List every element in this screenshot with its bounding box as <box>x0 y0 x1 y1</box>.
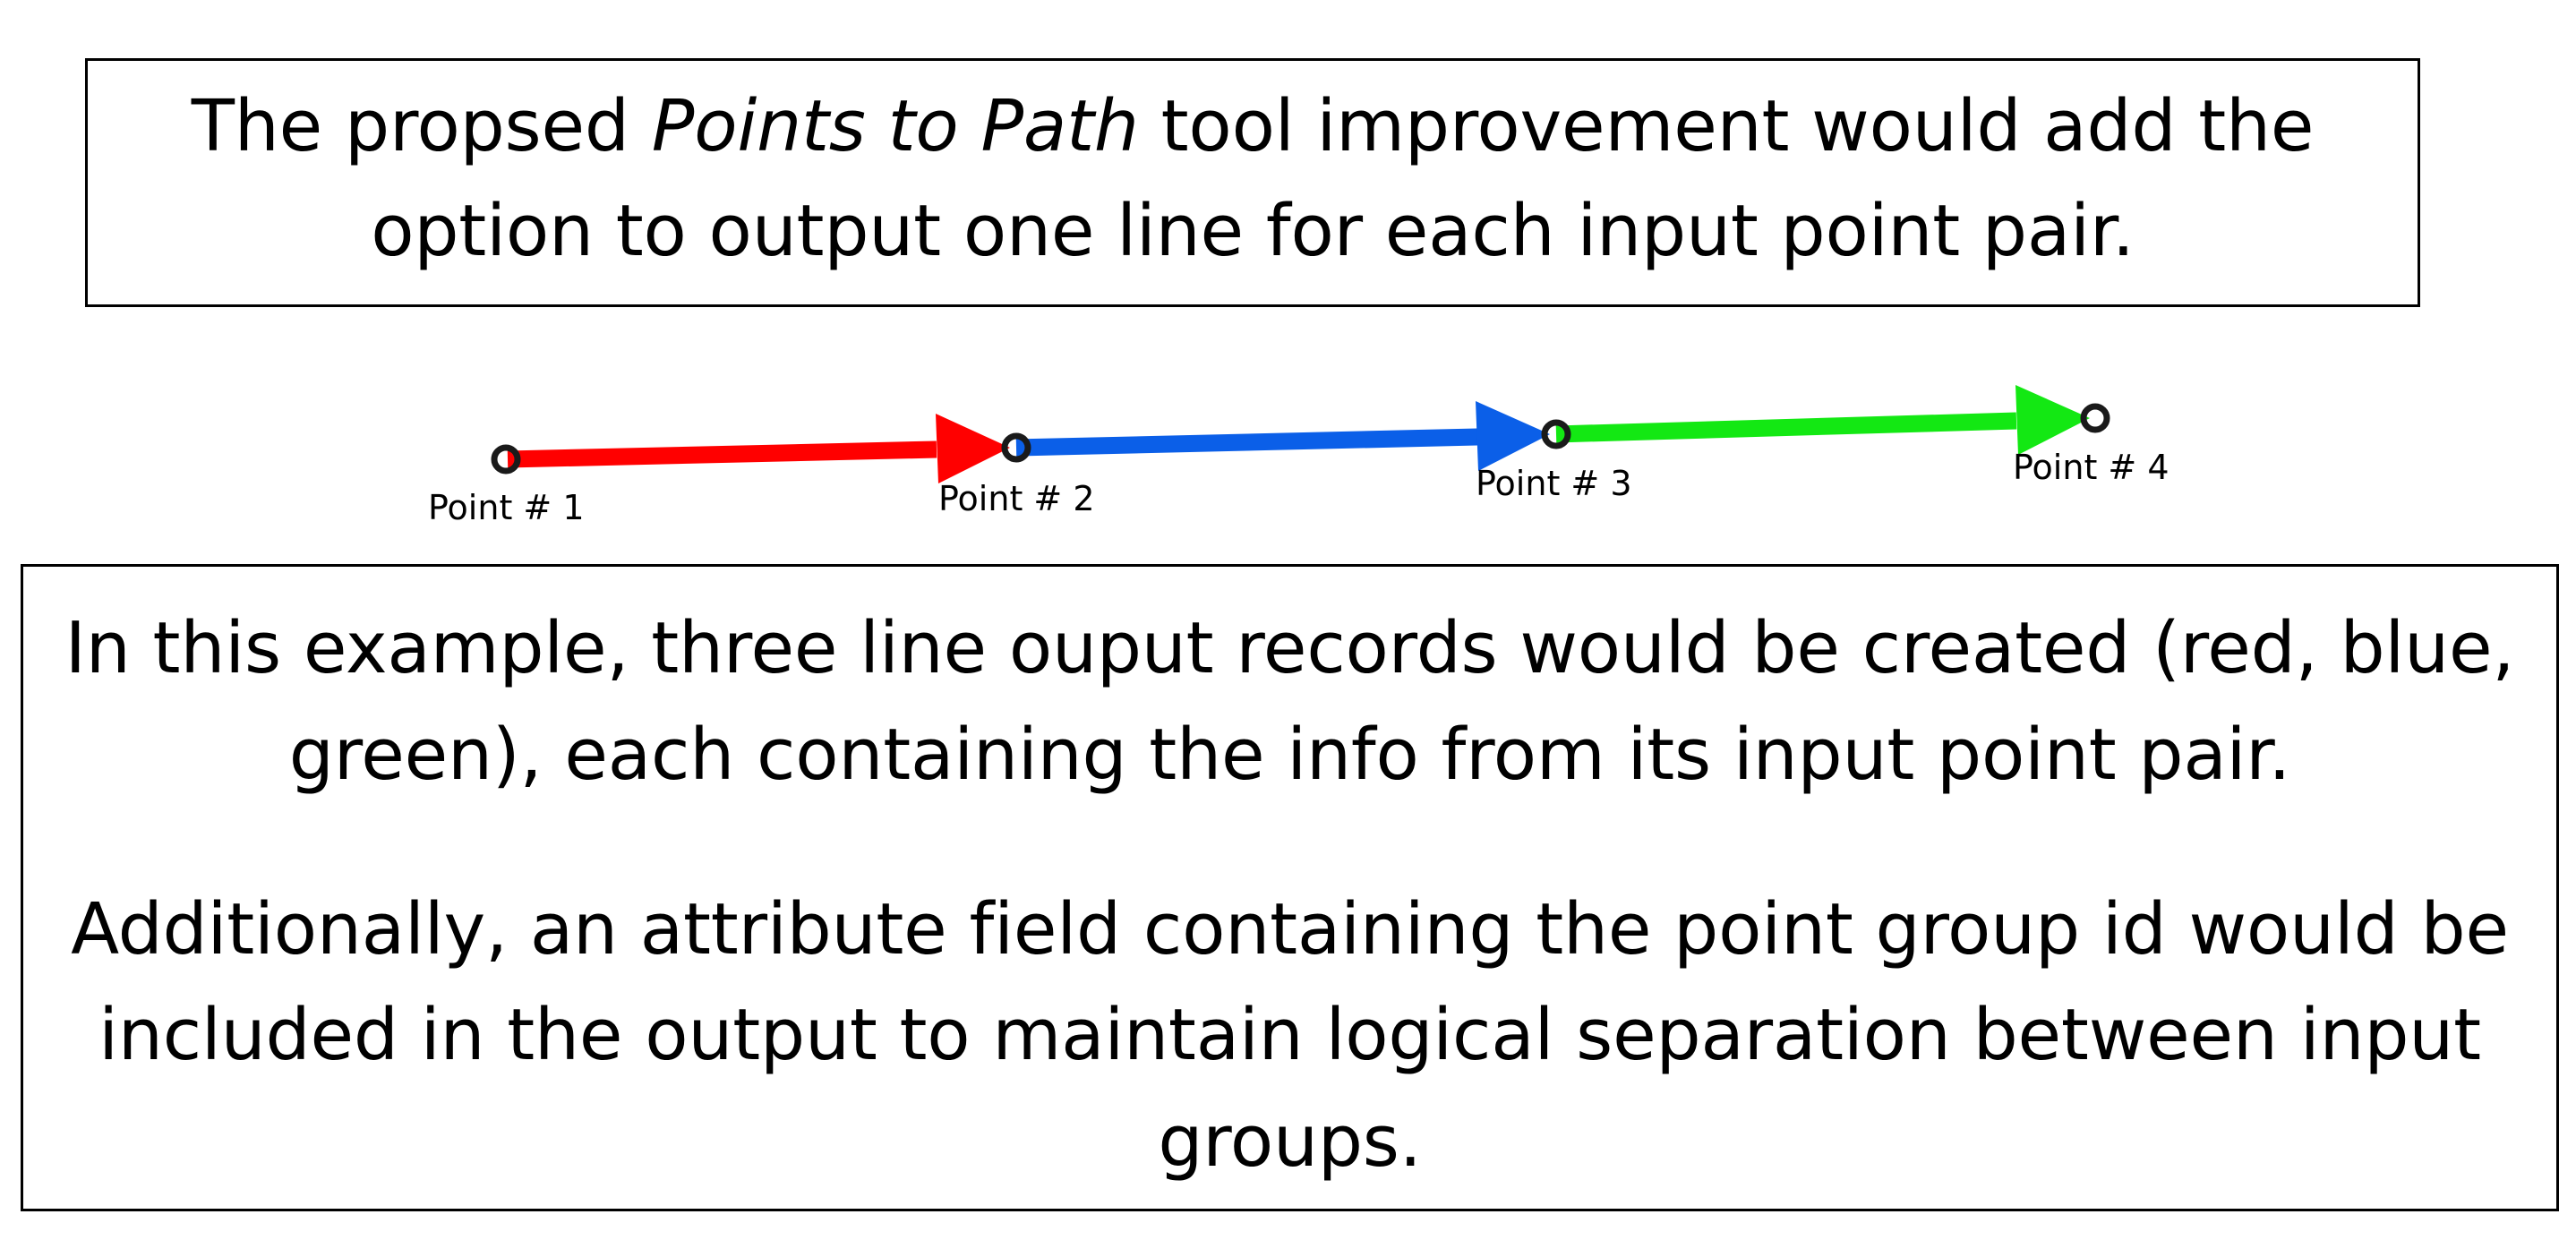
segment-blue-shaft <box>1015 428 1478 457</box>
segment-red-shaft <box>507 440 937 468</box>
diagram-canvas <box>491 385 2110 483</box>
segment-red-arrowhead <box>936 414 1010 483</box>
segment-green-shaft <box>1555 412 2017 443</box>
top-callout-line1-after: tool improvement would add the <box>1138 85 2315 168</box>
top-callout-line1-before: The propsed <box>191 85 652 168</box>
top-callout-text: The propsed Points to Path tool improvem… <box>111 74 2394 284</box>
point-marker-2[interactable] <box>1001 432 1031 463</box>
point-label-1: Point # 1 <box>428 488 585 527</box>
top-callout-box: The propsed Points to Path tool improvem… <box>85 58 2420 307</box>
point-marker-3[interactable] <box>1541 419 1571 449</box>
point-marker-4[interactable] <box>2080 403 2110 433</box>
segment-blue-arrowhead <box>1476 401 1550 471</box>
point-label-3: Point # 3 <box>1476 464 1632 503</box>
point-label-4: Point # 4 <box>2013 448 2169 487</box>
tool-name-italic: Points to Path <box>651 85 1139 168</box>
segment-red <box>507 414 1010 483</box>
segment-green <box>1555 385 2090 455</box>
bottom-callout-box: In this example, three line ouput record… <box>21 564 2559 1211</box>
top-callout-line2: option to output one line for each input… <box>371 190 2135 272</box>
points-to-path-diagram <box>0 322 2576 546</box>
bottom-callout-paragraph-2: Additionally, an attribute field contain… <box>71 887 2509 1183</box>
bottom-callout-paragraph-1: In this example, three line ouput record… <box>64 607 2515 796</box>
point-marker-1[interactable] <box>491 444 521 475</box>
point-label-2: Point # 2 <box>938 479 1095 518</box>
segment-blue <box>1015 401 1550 471</box>
segment-green-arrowhead <box>2015 385 2090 455</box>
